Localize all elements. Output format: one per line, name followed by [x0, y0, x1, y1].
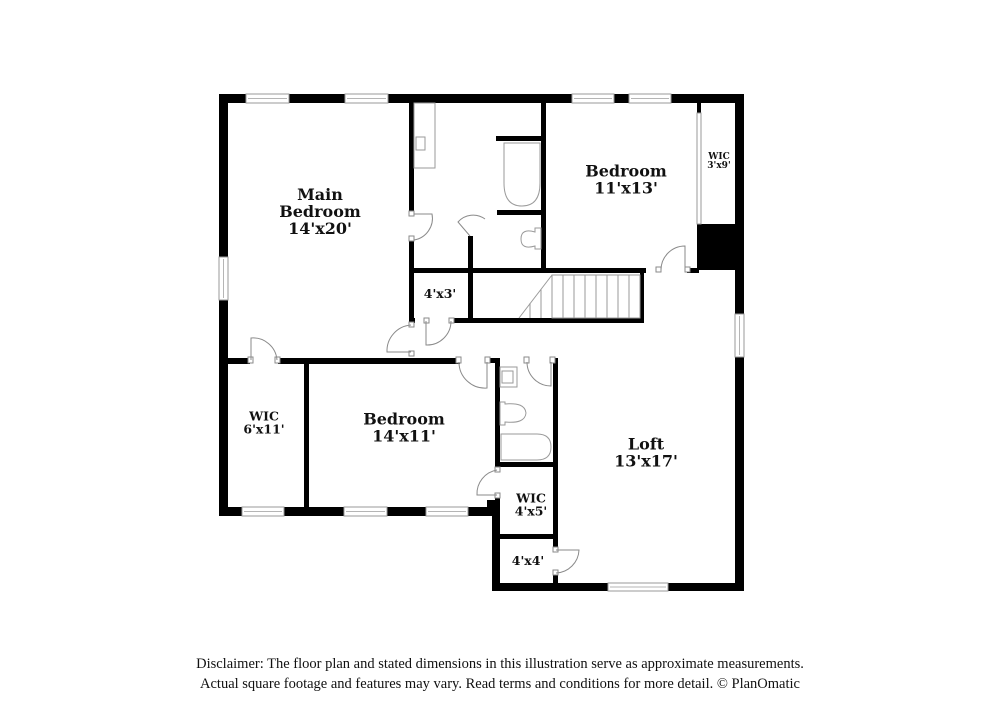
room-bedroom-ne: Bedroom 11'x13': [585, 163, 667, 198]
interior-walls: [228, 103, 735, 585]
disclaimer-line-2: Actual square footage and features may v…: [200, 676, 800, 692]
room-closet-4x3: 4'x3': [423, 285, 457, 301]
doors: [247, 210, 691, 576]
room-name: Bedroom: [279, 202, 361, 221]
room-dimensions: 3'x9': [707, 161, 731, 171]
room-name: Bedroom: [585, 161, 667, 181]
room-dimensions: 4'x5': [514, 503, 548, 518]
room-closet-4x4: 4'x4': [511, 552, 545, 568]
staircase: [518, 274, 641, 319]
room-wic-small: WIC 4'x5': [514, 490, 548, 518]
room-dimensions: 13'x17': [614, 451, 678, 471]
room-dimensions: 14'x11': [372, 426, 436, 446]
room-name: Loft: [627, 434, 665, 454]
room-main-bedroom: Main Bedroom 14'x20': [279, 186, 361, 238]
room-dimensions: 11'x13': [594, 178, 658, 198]
room-name: WIC: [249, 408, 279, 424]
room-dimensions: 4'x3': [423, 285, 457, 301]
fixtures: [413, 102, 552, 461]
room-name: WIC: [516, 490, 546, 506]
windows: [218, 93, 745, 592]
room-dimensions: 4'x4': [511, 552, 545, 568]
room-name: Main: [297, 185, 343, 204]
room-wic-sw: WIC 6'x11': [243, 408, 285, 436]
room-name: WIC: [708, 152, 730, 162]
room-name: Bedroom: [363, 409, 445, 429]
room-dimensions: 6'x11': [243, 421, 285, 436]
room-dimensions: 14'x20': [288, 219, 352, 238]
room-loft: Loft 13'x17': [614, 436, 678, 471]
room-wic-ne: WIC 3'x9': [707, 153, 730, 171]
disclaimer-line-1: Disclaimer: The floor plan and stated di…: [196, 656, 804, 672]
room-bedroom-s: Bedroom 14'x11': [363, 411, 445, 446]
